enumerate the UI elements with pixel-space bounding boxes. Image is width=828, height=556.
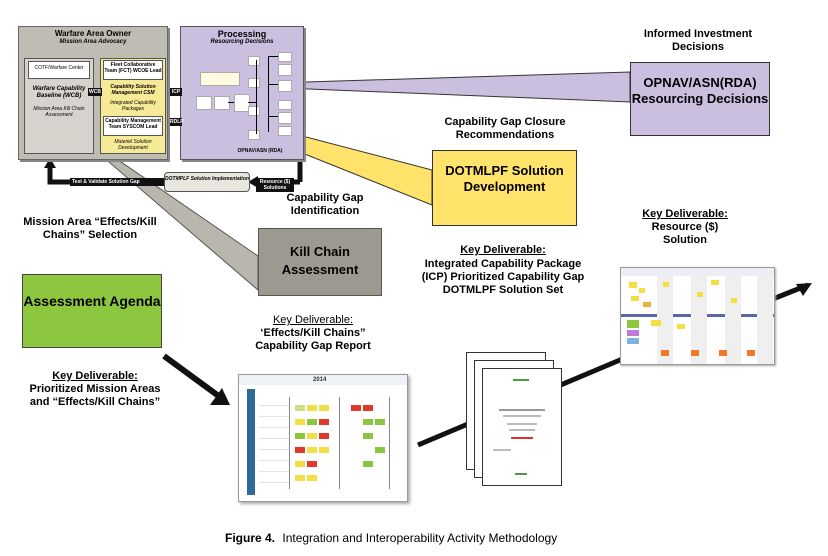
- dotmplf-impl-label: DOTMPLF Solution Implementation: [164, 172, 250, 192]
- effects-deliverable: ‘Effects/Kill Chains” Capability Gap Rep…: [255, 327, 371, 352]
- effects-deliverable-label: Key Deliverable:: [272, 314, 354, 326]
- figure-caption: Figure 4. Integration and Interoperabili…: [225, 531, 645, 545]
- processing-title: Processing: [217, 29, 267, 39]
- resource-solutions-label: Resource ($) Solutions: [256, 178, 294, 192]
- caption-label: Figure 4.: [225, 531, 276, 545]
- icp-document-front: [482, 368, 562, 486]
- mission-deliverable: Prioritized Mission Areas and “Effects/K…: [29, 383, 161, 408]
- thumb-year: 2014: [313, 377, 327, 383]
- kill-chain-report-thumbnail: 2014: [238, 374, 408, 502]
- wcb-sub: Mission Area Kill Chain Assessment: [33, 106, 85, 118]
- dotmlpf-callout: DOTMLPF Solution Development: [432, 150, 577, 226]
- processing-footer: OPNAV/ASN (RDA): [237, 148, 283, 154]
- warfare-owner-title: Warfare Area Owner: [54, 29, 132, 38]
- kill-chain-callout: Kill Chain Assessment: [258, 228, 382, 296]
- mission-selection-header: Mission Area “Effects/Kill Chains” Selec…: [23, 216, 157, 241]
- wcb-arrow-label: WCB: [88, 88, 102, 96]
- rdlp-tag: RDLP: [170, 118, 184, 126]
- icp-deliverable: Integrated Capability Package (ICP) Prio…: [421, 258, 585, 296]
- informed-investment-header: Informed Investment Decisions: [643, 28, 753, 53]
- icp-deliverable-label: Key Deliverable:: [460, 244, 546, 256]
- diag-arrow: [162, 353, 222, 400]
- resource-deliverable-label: Key Deliverable:: [642, 208, 728, 220]
- gap-identification-header: Capability Gap Identification: [286, 192, 364, 217]
- mission-deliverable-label: Key Deliverable:: [52, 370, 138, 382]
- resource-solution-thumbnail: [620, 267, 775, 365]
- caption-text: Integration and Interoperability Activit…: [282, 531, 558, 545]
- fct-label: Fleet Collaborative Team (FCT) WCOE Lead: [103, 60, 163, 80]
- materiel-label: Materiel Solution Development: [114, 139, 152, 151]
- assessment-agenda-callout: Assessment Agenda: [22, 274, 162, 348]
- icp-tag: ICP: [170, 88, 182, 96]
- test-validate-label: Test & Validate Solution Gap: [70, 178, 164, 186]
- resource-deliverable: Resource ($) Solution: [651, 221, 719, 246]
- csm-label: Capability Solution Management CSM: [110, 84, 156, 96]
- wcb-label: Warfare Capability Baseline (WCB): [32, 86, 86, 99]
- processing-flowchart: [190, 50, 300, 146]
- opnav-callout: OPNAV/ASN(RDA) Resourcing Decisions: [630, 62, 770, 136]
- icp-inner-label: Integrated Capability Packages: [110, 100, 156, 112]
- warfare-owner-subtitle: Mission Area Advocacy: [59, 39, 127, 45]
- flow-arrowhead: [796, 283, 812, 296]
- processing-panel: [180, 26, 304, 160]
- gap-closure-header: Capability Gap Closure Recommendations: [444, 116, 566, 141]
- cotf-label: COTF/Warfare Center: [28, 61, 90, 79]
- processing-subtitle: Resourcing Decisions: [210, 39, 274, 45]
- cmt-label: Capability Management Team SYSCOM Lead: [103, 116, 163, 136]
- diag-arrowhead: [210, 388, 230, 405]
